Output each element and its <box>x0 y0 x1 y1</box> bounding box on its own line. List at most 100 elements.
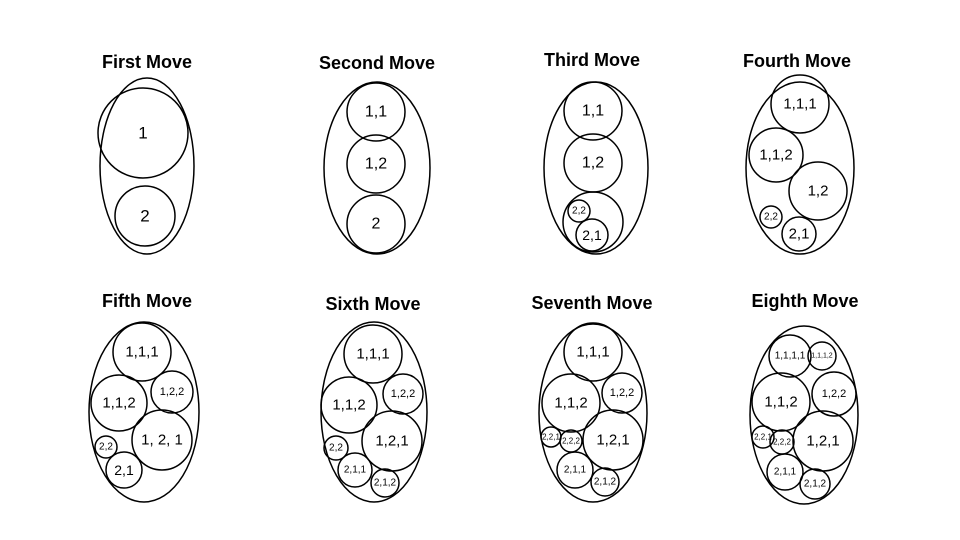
node-label: 1 <box>138 124 147 143</box>
node-label: 1,2,2 <box>822 388 846 400</box>
node-2-1-2: 2,1,2 <box>590 467 620 497</box>
node-group <box>562 191 624 253</box>
node-label: 2,2 <box>329 443 343 454</box>
node-1-2-1: 1,2,1 <box>361 410 423 472</box>
node-circle <box>556 451 594 489</box>
node-1-1-1: 1,1,1 <box>343 324 403 384</box>
node-2-1: 2,1 <box>575 218 609 252</box>
node-2-1-1: 2,1,1 <box>556 451 594 489</box>
node-label: 2,1,1 <box>564 465 587 476</box>
node-label: 1,2,2 <box>391 388 415 400</box>
outer-oval <box>99 77 195 255</box>
node-1-2-1: 1,2,1 <box>582 409 644 471</box>
node-1-1-2: 1,1,2 <box>748 127 804 183</box>
node-label: 1,2,1 <box>375 433 408 450</box>
node-1-2-2: 1,2,2 <box>150 370 194 414</box>
node-label: 2,1,2 <box>804 479 827 490</box>
node-circle <box>799 468 831 500</box>
node-2-1-1: 2,1,1 <box>337 452 373 488</box>
panel-title: Third Move <box>544 50 640 70</box>
node-1-1-2: 1,1,2 <box>90 374 148 432</box>
node-label: 2,1,2 <box>374 478 397 489</box>
node-label: 2,1,1 <box>344 465 367 476</box>
node-label: 1,2,2 <box>610 387 634 399</box>
node-label: 2,2,1 <box>542 433 560 442</box>
panel-title: Fifth Move <box>102 291 192 311</box>
node-2-2-1: 2,2,1 <box>751 425 775 449</box>
node-2-2-1: 2,2,1 <box>540 426 562 448</box>
node-circle <box>766 453 804 491</box>
node-label: 1,1,1 <box>576 344 609 361</box>
node-1-2: 1,2 <box>788 161 848 221</box>
node-label: 2 <box>140 207 149 226</box>
node-2-1: 2,1 <box>105 451 143 489</box>
node-label: 2,1 <box>582 227 602 243</box>
node-1-2-1: 1, 2, 1 <box>131 409 193 471</box>
node-circle <box>370 468 400 498</box>
node-circle <box>751 372 811 432</box>
node-circle <box>131 409 193 471</box>
node-2: 2 <box>114 185 176 247</box>
node-2-2-2: 2,2,2 <box>769 429 795 455</box>
node-1-2-2: 1,2,2 <box>811 371 857 417</box>
node-1-1-1-1: 1,1,1,1 <box>768 334 812 378</box>
node-2-2: 2,2 <box>323 435 349 461</box>
node-1-1: 1,1 <box>346 82 406 142</box>
panel-sixth-move: Sixth Move 1,1,1 1,1,2 1,2,2 1,2,1 2,22,1,1 2,… <box>320 294 428 503</box>
node-circle <box>323 435 349 461</box>
node-circle <box>112 322 172 382</box>
node-1-1-2: 1,1,2 <box>751 372 811 432</box>
panel-title: Seventh Move <box>531 293 652 313</box>
node-circle <box>382 373 424 415</box>
node-label: 1,1,1 <box>125 344 158 361</box>
node-circle <box>105 451 143 489</box>
node-2-2: 2,2 <box>94 435 118 459</box>
node-circle <box>601 372 643 414</box>
node-label: 1, 2, 1 <box>141 432 183 449</box>
node-label: 2,1,1 <box>774 467 797 478</box>
node-circle <box>343 324 403 384</box>
node-circle <box>90 374 148 432</box>
node-label: 1,1,2 <box>759 147 792 164</box>
node-circle <box>759 205 783 229</box>
node-circle <box>563 81 623 141</box>
node-1-1-1: 1,1,1 <box>770 74 830 134</box>
node-circle <box>541 373 601 433</box>
node-1-2: 1,2 <box>563 133 623 193</box>
node-circle <box>97 87 189 179</box>
node-circle <box>562 191 624 253</box>
node-label: 2,2,1 <box>754 433 772 442</box>
node-label: 1,2,2 <box>160 386 184 398</box>
node-label: 1,1,1,1 <box>775 351 806 362</box>
node-label: 2,2,2 <box>773 438 791 447</box>
node-label: 2,2 <box>99 442 113 453</box>
node-label: 1,2 <box>808 183 829 200</box>
node-1-2: 1,2 <box>346 134 406 194</box>
outer-oval <box>749 325 859 505</box>
node-2-1: 2,1 <box>781 216 817 252</box>
node-circle <box>811 371 857 417</box>
node-2: 2 <box>346 194 406 254</box>
node-label: 1,1 <box>365 104 387 121</box>
outer-oval <box>320 321 428 503</box>
panel-title: Sixth Move <box>325 294 420 314</box>
node-label: 1,2,1 <box>806 433 839 450</box>
node-circle <box>788 161 848 221</box>
outer-oval <box>538 323 648 503</box>
node-circle <box>590 467 620 497</box>
node-1-2-2: 1,2,2 <box>601 372 643 414</box>
node-label: 1,1,1 <box>783 96 816 113</box>
node-circle <box>575 218 609 252</box>
node-circle <box>346 194 406 254</box>
node-1-1: 1,1 <box>563 81 623 141</box>
node-label: 1,1,2 <box>554 395 587 412</box>
outer-oval <box>323 81 431 255</box>
node-label: 1,1,2 <box>332 397 365 414</box>
node-circle <box>150 370 194 414</box>
node-2-1-2: 2,1,2 <box>799 468 831 500</box>
